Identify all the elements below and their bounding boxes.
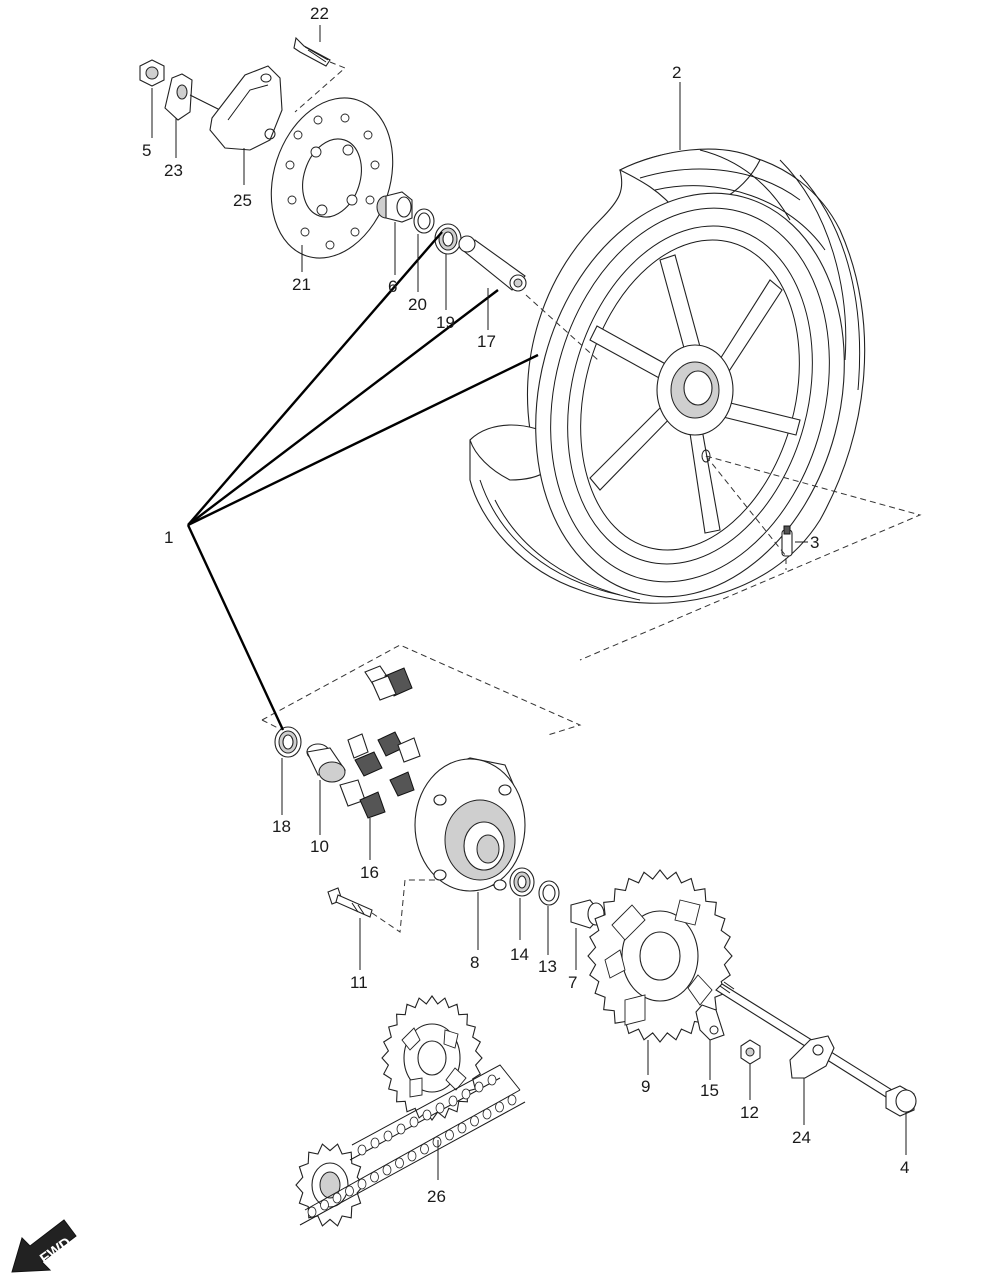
adjuster-nut — [740, 1039, 761, 1065]
wheel-spokes — [589, 254, 801, 534]
label-11: 11 — [350, 973, 368, 992]
hub-assembly-outline — [261, 644, 582, 736]
label-13: 13 — [538, 957, 557, 976]
label-14: 14 — [510, 945, 529, 964]
label-4: 4 — [900, 1158, 909, 1177]
wheel-assembly-outline — [525, 294, 922, 661]
label-17: 17 — [477, 332, 496, 351]
label-24: 24 — [792, 1128, 811, 1147]
label-12: 12 — [740, 1103, 759, 1122]
rear-axle — [715, 981, 917, 1117]
collar-7 — [570, 899, 605, 929]
valve-stem — [705, 455, 793, 570]
label-26: 26 — [427, 1187, 446, 1206]
bearing-19 — [434, 223, 462, 255]
brake-caliper-support — [209, 65, 283, 151]
brake-disc — [270, 97, 394, 259]
distance-tube — [458, 235, 527, 292]
forward-arrow: FWD — [11, 1219, 77, 1273]
label-2: 2 — [672, 63, 681, 82]
caliper-bracket — [164, 73, 221, 121]
collar-10 — [306, 743, 346, 783]
label-25: 25 — [233, 191, 252, 210]
label-19: 19 — [436, 313, 455, 332]
disc-bolt — [293, 36, 346, 113]
label-10: 10 — [310, 837, 329, 856]
rear-sprocket — [587, 869, 733, 1043]
axle-bracket — [789, 1035, 835, 1079]
label-3: 3 — [810, 533, 819, 552]
left-collar — [376, 191, 413, 223]
bearing-18 — [274, 726, 302, 758]
rear-wheel-tire — [469, 148, 866, 604]
label-21: 21 — [292, 275, 311, 294]
label-16: 16 — [360, 863, 379, 882]
washer-13 — [538, 880, 560, 906]
damper-rubbers — [339, 665, 421, 819]
part-number-labels: 1 2 3 4 5 6 7 8 9 10 11 12 13 14 15 16 1… — [142, 4, 909, 1206]
label-22: 22 — [310, 4, 329, 23]
label-15: 15 — [700, 1081, 719, 1100]
sprocket-hub — [414, 757, 526, 892]
label-23: 23 — [164, 161, 183, 180]
bearing-14 — [509, 867, 535, 897]
label-9: 9 — [641, 1077, 650, 1096]
hub-bolt — [327, 879, 440, 933]
leader-lines — [151, 25, 907, 1180]
label-6: 6 — [388, 277, 397, 296]
chain-kit — [295, 995, 526, 1227]
label-20: 20 — [408, 295, 427, 314]
label-7: 7 — [568, 973, 577, 992]
label-8: 8 — [470, 953, 479, 972]
caliper-nut — [139, 59, 165, 87]
washer-20 — [413, 208, 435, 234]
label-18: 18 — [272, 817, 291, 836]
label-1: 1 — [164, 528, 173, 547]
label-5: 5 — [142, 141, 151, 160]
chain-adjuster-15 — [695, 1004, 725, 1041]
